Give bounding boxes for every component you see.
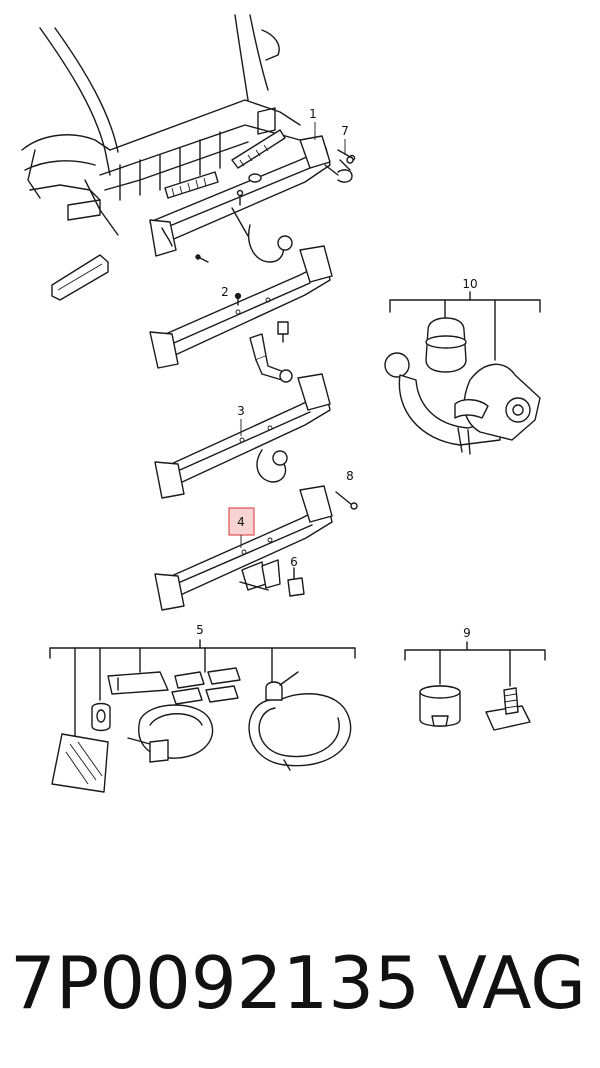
callout-9: 9: [463, 626, 471, 640]
tow-bar-removable: [149, 245, 333, 383]
part-number: 7P0092135: [10, 941, 420, 1025]
tow-bar-base: [154, 485, 333, 611]
callout-2: 2: [221, 285, 229, 299]
callout-1: 1: [309, 107, 317, 121]
callout-6: 6: [290, 555, 298, 569]
vehicle-rear-body: [21, 14, 301, 236]
caption-bar: 7P0092135 VAG: [0, 938, 600, 1038]
bolt-7: [339, 156, 354, 171]
callout-10: 10: [462, 277, 477, 291]
bolt-8: [335, 491, 358, 510]
tow-bar-fixed: [154, 373, 331, 499]
callout-3: 3: [237, 404, 245, 418]
callout-5: 5: [196, 623, 204, 637]
tow-bar-installed: [149, 129, 356, 263]
socket-cap: [287, 577, 305, 597]
callout-8: 8: [346, 469, 354, 483]
detachable-ball-kit: [384, 291, 541, 455]
parts-diagram: 1 7 2 3 4 8 6 10 5 9: [21, 14, 546, 793]
brand-name: VAG: [437, 941, 586, 1025]
callout-4: 4: [237, 515, 245, 529]
ball-cover-kit: [404, 641, 546, 731]
wiring-kit: [49, 639, 356, 793]
callout-7: 7: [341, 124, 349, 138]
highlight-box: [228, 507, 255, 536]
